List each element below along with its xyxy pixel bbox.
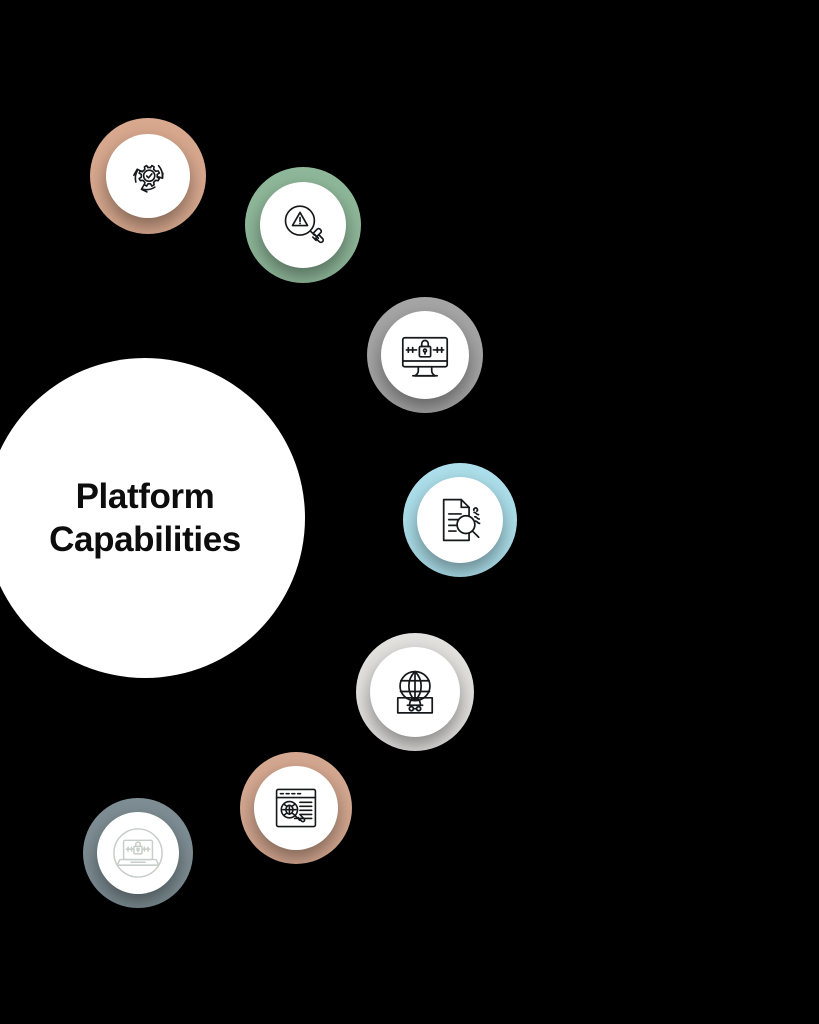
node-inner-disc-dark-web-monitoring [370, 647, 460, 737]
monitor-lock-icon [396, 326, 454, 384]
node-inner-disc-endpoint-protection [381, 311, 469, 399]
node-inner-disc-vulnerability-scanning [254, 766, 338, 850]
platform-capabilities-hub: Platform Capabilities [0, 358, 305, 678]
page-title: Platform Capabilities [49, 476, 241, 559]
capability-node-vulnerability-scanning[interactable] [240, 752, 352, 864]
document-magnifier-icon [431, 491, 489, 549]
capability-node-device-encryption[interactable] [83, 798, 193, 908]
node-inner-disc-threat-detection [260, 182, 346, 268]
capability-node-automated-remediation[interactable] [90, 118, 206, 234]
node-inner-disc-device-encryption [97, 812, 179, 894]
capability-node-threat-detection[interactable] [245, 167, 361, 283]
node-inner-disc-log-audit-analysis [417, 477, 503, 563]
capability-node-endpoint-protection[interactable] [367, 297, 483, 413]
capability-node-log-audit-analysis[interactable] [403, 463, 517, 577]
capability-node-dark-web-monitoring[interactable] [356, 633, 474, 751]
magnifier-warning-icon [275, 197, 331, 253]
node-inner-disc-automated-remediation [106, 134, 190, 218]
laptop-lock-icon [110, 825, 166, 881]
browser-bug-magnifier-icon [269, 781, 323, 835]
globe-spy-icon [386, 663, 444, 721]
gear-sync-check-icon [121, 149, 175, 203]
